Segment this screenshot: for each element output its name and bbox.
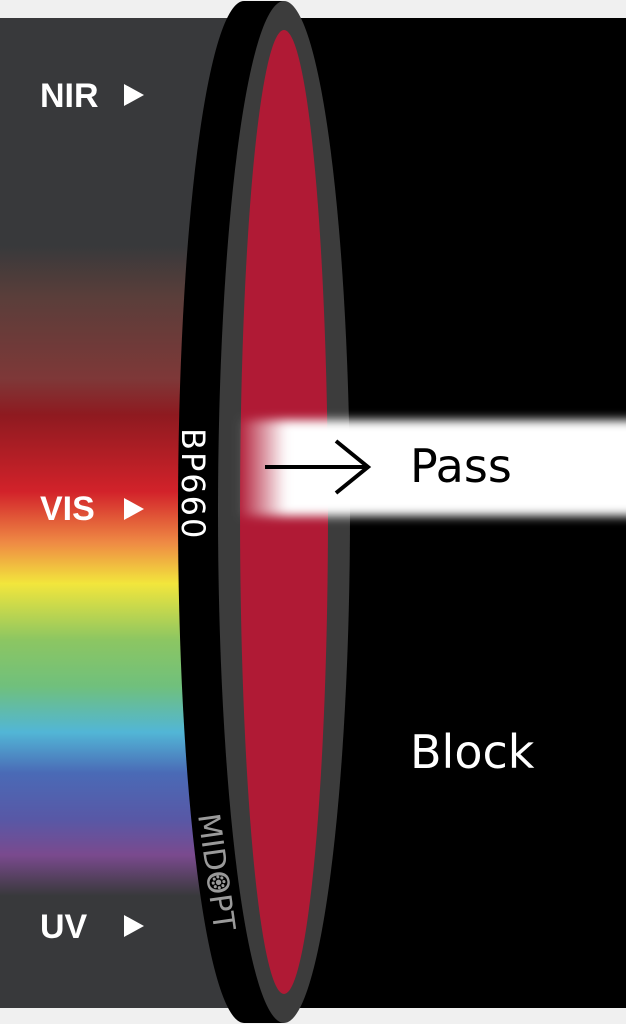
- arrow-right-icon: [265, 439, 372, 495]
- vis-triangle-icon: [124, 498, 144, 520]
- nir-triangle-icon: [124, 84, 144, 106]
- uv-triangle-icon: [124, 915, 144, 937]
- uv-label: UV: [40, 908, 88, 946]
- nir-label: NIR: [40, 77, 99, 115]
- pass-label: Pass: [410, 439, 512, 493]
- midopt-lens-icon: [211, 875, 226, 890]
- vis-label: VIS: [40, 490, 95, 528]
- filter-model-text: BP660: [174, 428, 212, 540]
- block-label: Block: [410, 725, 535, 779]
